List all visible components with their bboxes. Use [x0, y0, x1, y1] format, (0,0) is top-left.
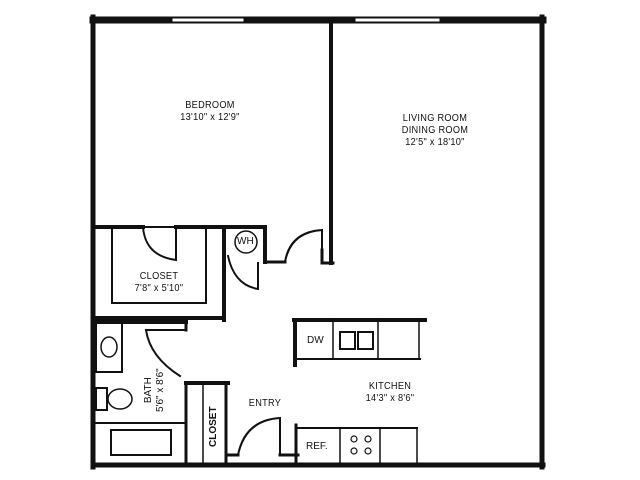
bath-label: BATH 5'6" x 8'6": [143, 368, 167, 412]
entry-label: ENTRY: [242, 398, 288, 410]
sink-basin-right: [357, 331, 374, 350]
closet-main-dimensions: 7'8" x 5'10": [134, 283, 184, 294]
bath-name: BATH: [143, 377, 154, 404]
sink-counter: [95, 321, 123, 373]
entry-closet-label: CLOSET: [208, 406, 220, 447]
sink-icon: [100, 336, 118, 358]
closet-main-name: CLOSET: [139, 271, 179, 282]
refrigerator-label: REF.: [306, 441, 328, 452]
sink-basin-left: [339, 331, 356, 350]
closet-main-label: CLOSET 7'8" x 5'10": [116, 271, 202, 295]
kitchen-dimensions: 14'3" x 8'6": [365, 393, 415, 404]
dishwasher-label: DW: [307, 335, 324, 346]
bedroom-label: BEDROOM 13'10" x 12'9": [164, 100, 256, 124]
closet-main-shelf: [111, 226, 207, 304]
stove-burners-icon: [350, 435, 372, 455]
bedroom-dimensions: 13'10" x 12'9": [180, 112, 240, 123]
toilet-icon: [107, 388, 133, 410]
entry-name: ENTRY: [248, 398, 282, 409]
kitchen-name: KITCHEN: [368, 381, 412, 392]
bedroom-name: BEDROOM: [185, 100, 235, 111]
water-heater-label: WH: [237, 236, 254, 247]
entry-closet-name: CLOSET: [208, 406, 219, 447]
living-dimensions: 12'5" x 18'10": [405, 137, 465, 148]
living-label: LIVING ROOM DINING ROOM 12'5" x 18'10": [384, 113, 485, 149]
bathtub-icon: [110, 429, 172, 456]
outer-walls: [89, 14, 547, 470]
water-heater-icon: [234, 230, 258, 254]
bath-dimensions: 5'6" x 8'6": [155, 368, 166, 412]
kitchen-upper-counter: [292, 318, 427, 367]
living-room-name: LIVING ROOM: [402, 113, 468, 124]
kitchen-lower-counter: [295, 427, 418, 466]
kitchen-label: KITCHEN 14'3" x 8'6": [353, 381, 427, 405]
toilet-tank: [95, 387, 108, 411]
dining-room-name: DINING ROOM: [401, 125, 469, 136]
